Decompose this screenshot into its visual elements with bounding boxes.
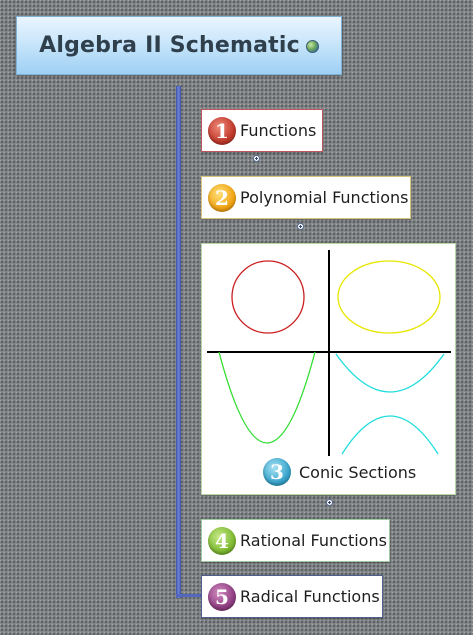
conic-sections-image — [207, 250, 451, 456]
topic-polynomial-functions[interactable]: 2 Polynomial Functions — [201, 176, 411, 219]
root-topic[interactable]: Algebra II Schematic — [16, 16, 342, 75]
hyperbola-lower-curve — [341, 415, 439, 455]
root-title: Algebra II Schematic — [39, 33, 300, 58]
number-2-badge: 2 — [208, 183, 236, 212]
connector-line — [176, 86, 181, 598]
circle-curve — [231, 260, 305, 334]
topic-label: Polynomial Functions — [240, 188, 409, 207]
expand-toggle-icon[interactable] — [326, 499, 333, 506]
parabola-curve — [218, 351, 316, 444]
connector-branch — [176, 594, 202, 597]
number-4-badge: 4 — [208, 526, 236, 555]
number-1-badge: 1 — [208, 116, 236, 145]
hyperbola-upper-curve — [335, 353, 445, 393]
topic-label: Conic Sections — [299, 462, 417, 482]
conic-sections-title: 3 Conic Sections — [257, 458, 416, 486]
expand-toggle-icon[interactable] — [253, 155, 260, 162]
expand-toggle-icon[interactable] — [297, 223, 304, 230]
number-3-badge: 3 — [263, 458, 291, 486]
topic-rational-functions[interactable]: 4 Rational Functions — [201, 519, 390, 562]
topic-label: Functions — [240, 121, 317, 140]
globe-icon — [305, 40, 319, 53]
number-5-badge: 5 — [208, 582, 236, 611]
topic-conic-sections[interactable]: 3 Conic Sections — [201, 243, 456, 495]
topic-label: Rational Functions — [240, 531, 387, 550]
topic-functions[interactable]: 1 Functions — [201, 109, 323, 152]
ellipse-curve — [337, 260, 441, 334]
topic-radical-functions[interactable]: 5 Radical Functions — [201, 575, 383, 618]
topic-label: Radical Functions — [240, 587, 380, 606]
